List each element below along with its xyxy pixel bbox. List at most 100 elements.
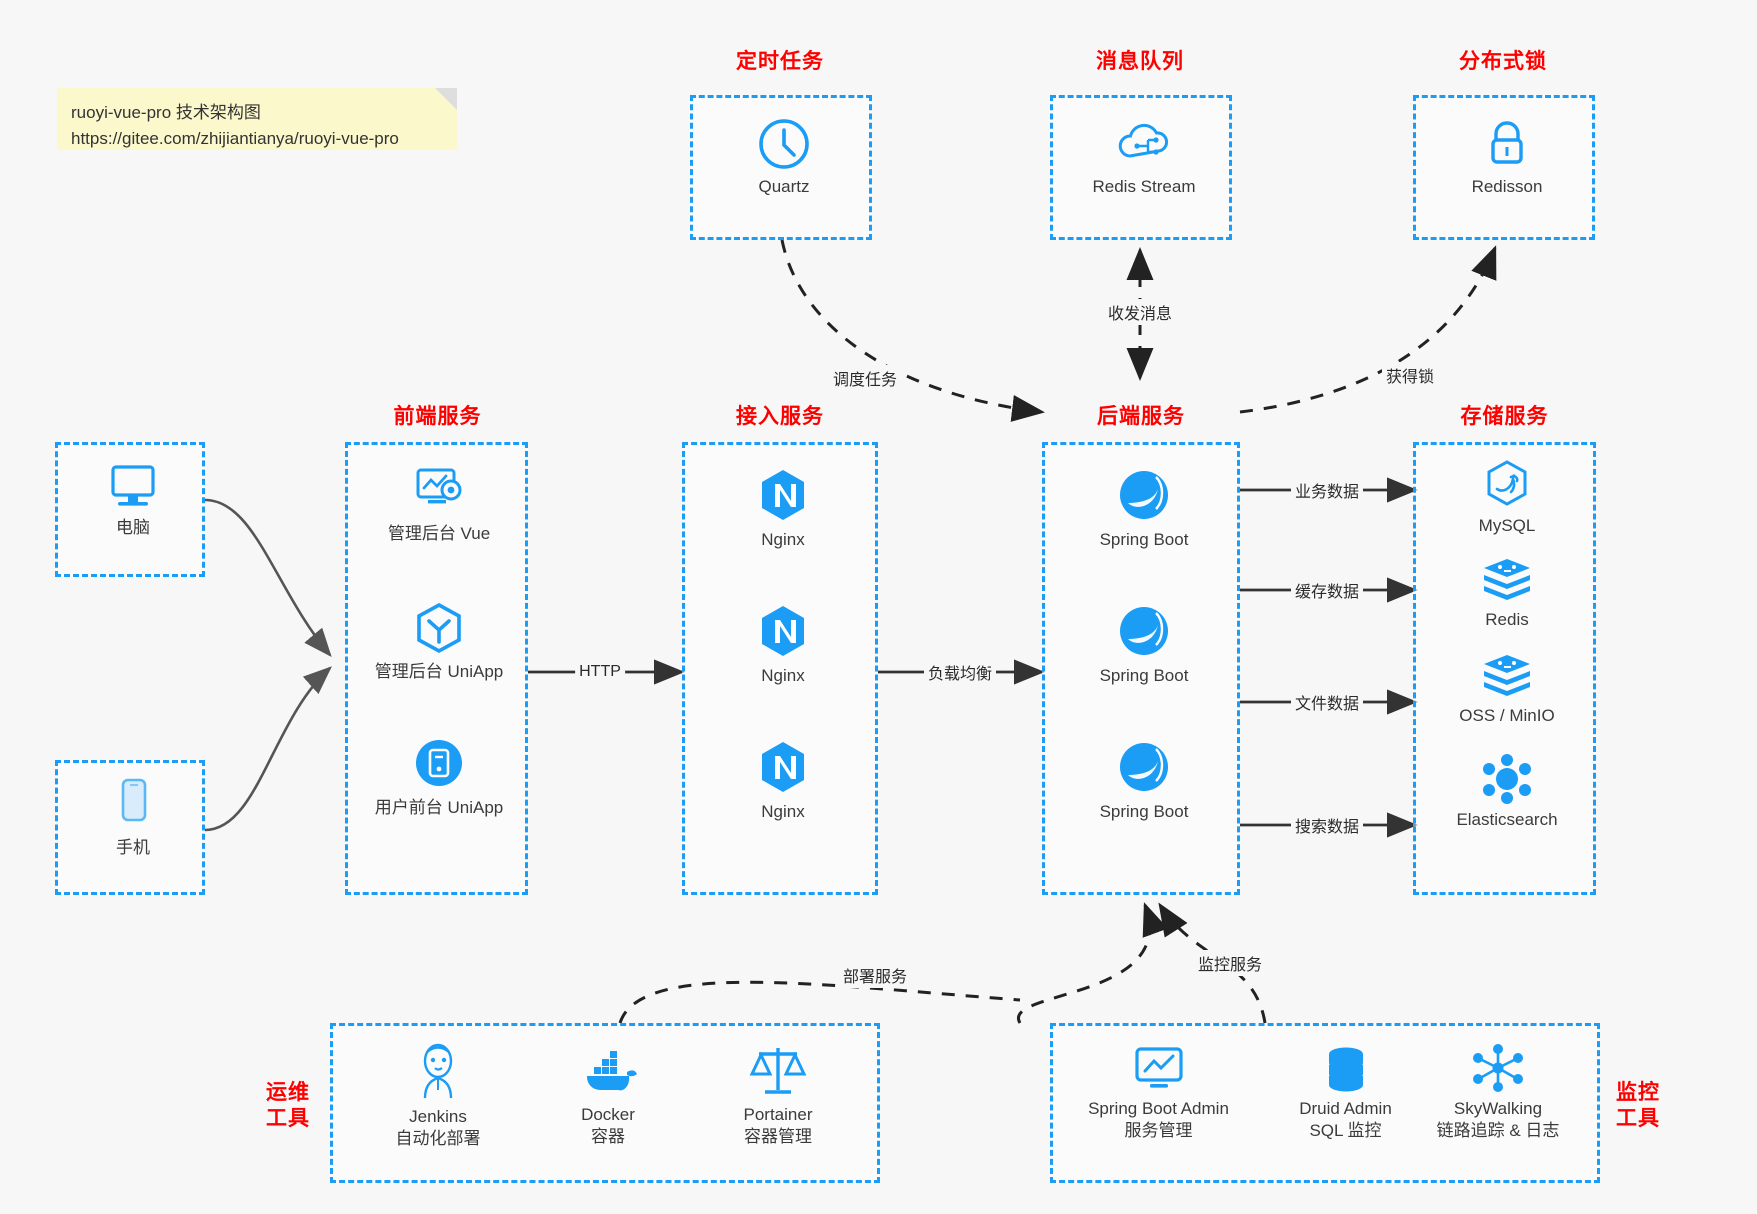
group-title-monitor: 监控 工具 (1608, 1080, 1668, 1133)
edge-label-send-receive-message: 收发消息 (1103, 299, 1177, 325)
node-redisson[interactable]: Redisson (1427, 116, 1587, 198)
node-sublabel: 自动化部署 (395, 1129, 481, 1149)
elasticsearch-icon (1483, 754, 1531, 804)
node-label: Redis (1485, 610, 1529, 629)
node-nginx-1[interactable]: Nginx (703, 467, 863, 551)
group-title-devops-line2: 工具 (266, 1107, 310, 1131)
node-admin-uniapp[interactable]: 管理后台 UniApp (359, 601, 519, 683)
group-title-devops-line1: 运维 (266, 1081, 310, 1104)
node-skywalking[interactable]: SkyWalking 链路追踪 & 日志 (1398, 1044, 1598, 1142)
node-nginx-2[interactable]: Nginx (703, 603, 863, 687)
monitor-chart-icon (1134, 1047, 1183, 1088)
node-label: SkyWalking (1453, 1099, 1543, 1118)
lock-icon (1491, 121, 1523, 164)
node-oss-minio[interactable]: OSS / MinIO (1427, 651, 1587, 727)
node-admin-vue[interactable]: 管理后台 Vue (359, 463, 519, 545)
note-line-2: https://gitee.com/zhijiantianya/ruoyi-vu… (71, 129, 399, 149)
node-label: Elasticsearch (1456, 810, 1558, 829)
portainer-scale-icon (749, 1048, 807, 1094)
node-label: 手机 (116, 838, 150, 857)
node-label: Jenkins (409, 1107, 467, 1126)
node-label: Spring Boot Admin (1088, 1099, 1229, 1118)
node-redis[interactable]: Redis (1427, 555, 1587, 631)
group-phone-client: 手机 (55, 760, 205, 895)
group-frontend-services: 管理后台 Vue 管理后台 UniApp 用户前台 UniApp (345, 442, 528, 895)
edge-label-business-data: 业务数据 (1290, 477, 1364, 503)
group-message-queue: Redis Stream (1050, 95, 1232, 240)
node-label: 管理后台 UniApp (374, 662, 504, 681)
node-mysql[interactable]: MySQL (1427, 459, 1587, 537)
edge-label-file-data: 文件数据 (1290, 689, 1364, 715)
group-title-message-queue: 消息队列 (1096, 50, 1184, 73)
node-nginx-3[interactable]: Nginx (703, 739, 863, 823)
group-scheduled-task: Quartz (690, 95, 872, 240)
group-access-services: Nginx Nginx Nginx (682, 442, 878, 895)
node-computer[interactable]: 电脑 (53, 461, 213, 539)
group-distributed-lock: Redisson (1413, 95, 1595, 240)
nginx-icon (762, 606, 804, 656)
node-label: Nginx (761, 530, 805, 549)
mobile-phone-icon (121, 778, 147, 822)
note-fold-corner (435, 88, 457, 110)
node-sublabel: 链路追踪 & 日志 (1436, 1121, 1560, 1141)
edge-label-cache-data: 缓存数据 (1290, 577, 1364, 603)
group-devops-tools: Jenkins 自动化部署 Docker 容器 (330, 1023, 880, 1183)
node-label: 用户前台 UniApp (374, 798, 504, 817)
node-sublabel: 容器 (591, 1127, 625, 1147)
node-label: Nginx (761, 802, 805, 821)
node-label: Portainer (743, 1105, 813, 1124)
desktop-monitor-icon (111, 465, 155, 506)
node-spring-boot-2[interactable]: Spring Boot (1064, 603, 1224, 687)
note-line-1: ruoyi-vue-pro 技术架构图 (71, 103, 261, 122)
node-quartz[interactable]: Quartz (704, 116, 864, 198)
node-spring-boot-1[interactable]: Spring Boot (1064, 467, 1224, 551)
nginx-icon (762, 742, 804, 792)
edge-label-http: HTTP (575, 662, 625, 682)
node-label: Redis Stream (1092, 177, 1196, 196)
group-title-devops: 运维 工具 (258, 1080, 318, 1133)
group-title-scheduled-task: 定时任务 (736, 50, 824, 73)
node-spring-boot-admin[interactable]: Spring Boot Admin 服务管理 (1061, 1044, 1256, 1142)
node-label: Spring Boot (1099, 530, 1189, 549)
group-title-access: 接入服务 (736, 405, 824, 428)
node-label: Nginx (761, 666, 805, 685)
node-sublabel: 容器管理 (744, 1127, 812, 1147)
group-backend-services: Spring Boot Spring Boot Spring Boot (1042, 442, 1240, 895)
cloud-stream-icon (1118, 123, 1168, 158)
redis-icon (1484, 559, 1530, 600)
node-spring-boot-3[interactable]: Spring Boot (1064, 739, 1224, 823)
skywalking-icon (1473, 1044, 1523, 1092)
node-label: Quartz (758, 177, 810, 196)
group-computer-client: 电脑 (55, 442, 205, 577)
sticky-note: ruoyi-vue-pro 技术架构图 https://gitee.com/zh… (57, 88, 457, 150)
node-elasticsearch[interactable]: Elasticsearch (1427, 753, 1587, 831)
node-label: MySQL (1478, 516, 1536, 535)
group-title-monitor-line1: 监控 (1616, 1081, 1660, 1104)
edge-label-monitor-service: 监控服务 (1193, 950, 1267, 976)
mysql-icon (1487, 460, 1527, 506)
node-label: 管理后台 Vue (387, 524, 491, 543)
group-monitor-tools: Spring Boot Admin 服务管理 Druid Admin SQL 监… (1050, 1023, 1600, 1183)
node-docker[interactable]: Docker 容器 (528, 1048, 688, 1148)
edge-label-search-data: 搜索数据 (1290, 812, 1364, 838)
database-icon (1328, 1047, 1363, 1092)
docker-icon (586, 1051, 637, 1091)
edge-label-acquire-lock: 获得锁 (1381, 362, 1439, 388)
node-redis-stream[interactable]: Redis Stream (1064, 116, 1224, 198)
spring-boot-icon (1120, 607, 1168, 655)
group-title-distributed-lock: 分布式锁 (1459, 50, 1547, 73)
node-user-uniapp[interactable]: 用户前台 UniApp (359, 737, 519, 819)
node-portainer[interactable]: Portainer 容器管理 (698, 1040, 858, 1148)
node-sublabel: SQL 监控 (1309, 1121, 1382, 1141)
edge-label-load-balance: 负载均衡 (923, 659, 997, 685)
jenkins-icon (423, 1043, 453, 1099)
group-storage-services: MySQL Redis OSS / MinIO (1413, 442, 1596, 895)
group-title-storage: 存储服务 (1460, 405, 1549, 428)
node-label: Docker (581, 1105, 635, 1124)
node-druid-admin[interactable]: Druid Admin SQL 监控 (1258, 1044, 1433, 1142)
node-label: Spring Boot (1099, 666, 1189, 685)
node-jenkins[interactable]: Jenkins 自动化部署 (358, 1040, 518, 1150)
spring-boot-icon (1120, 471, 1168, 519)
node-phone[interactable]: 手机 (53, 775, 213, 859)
